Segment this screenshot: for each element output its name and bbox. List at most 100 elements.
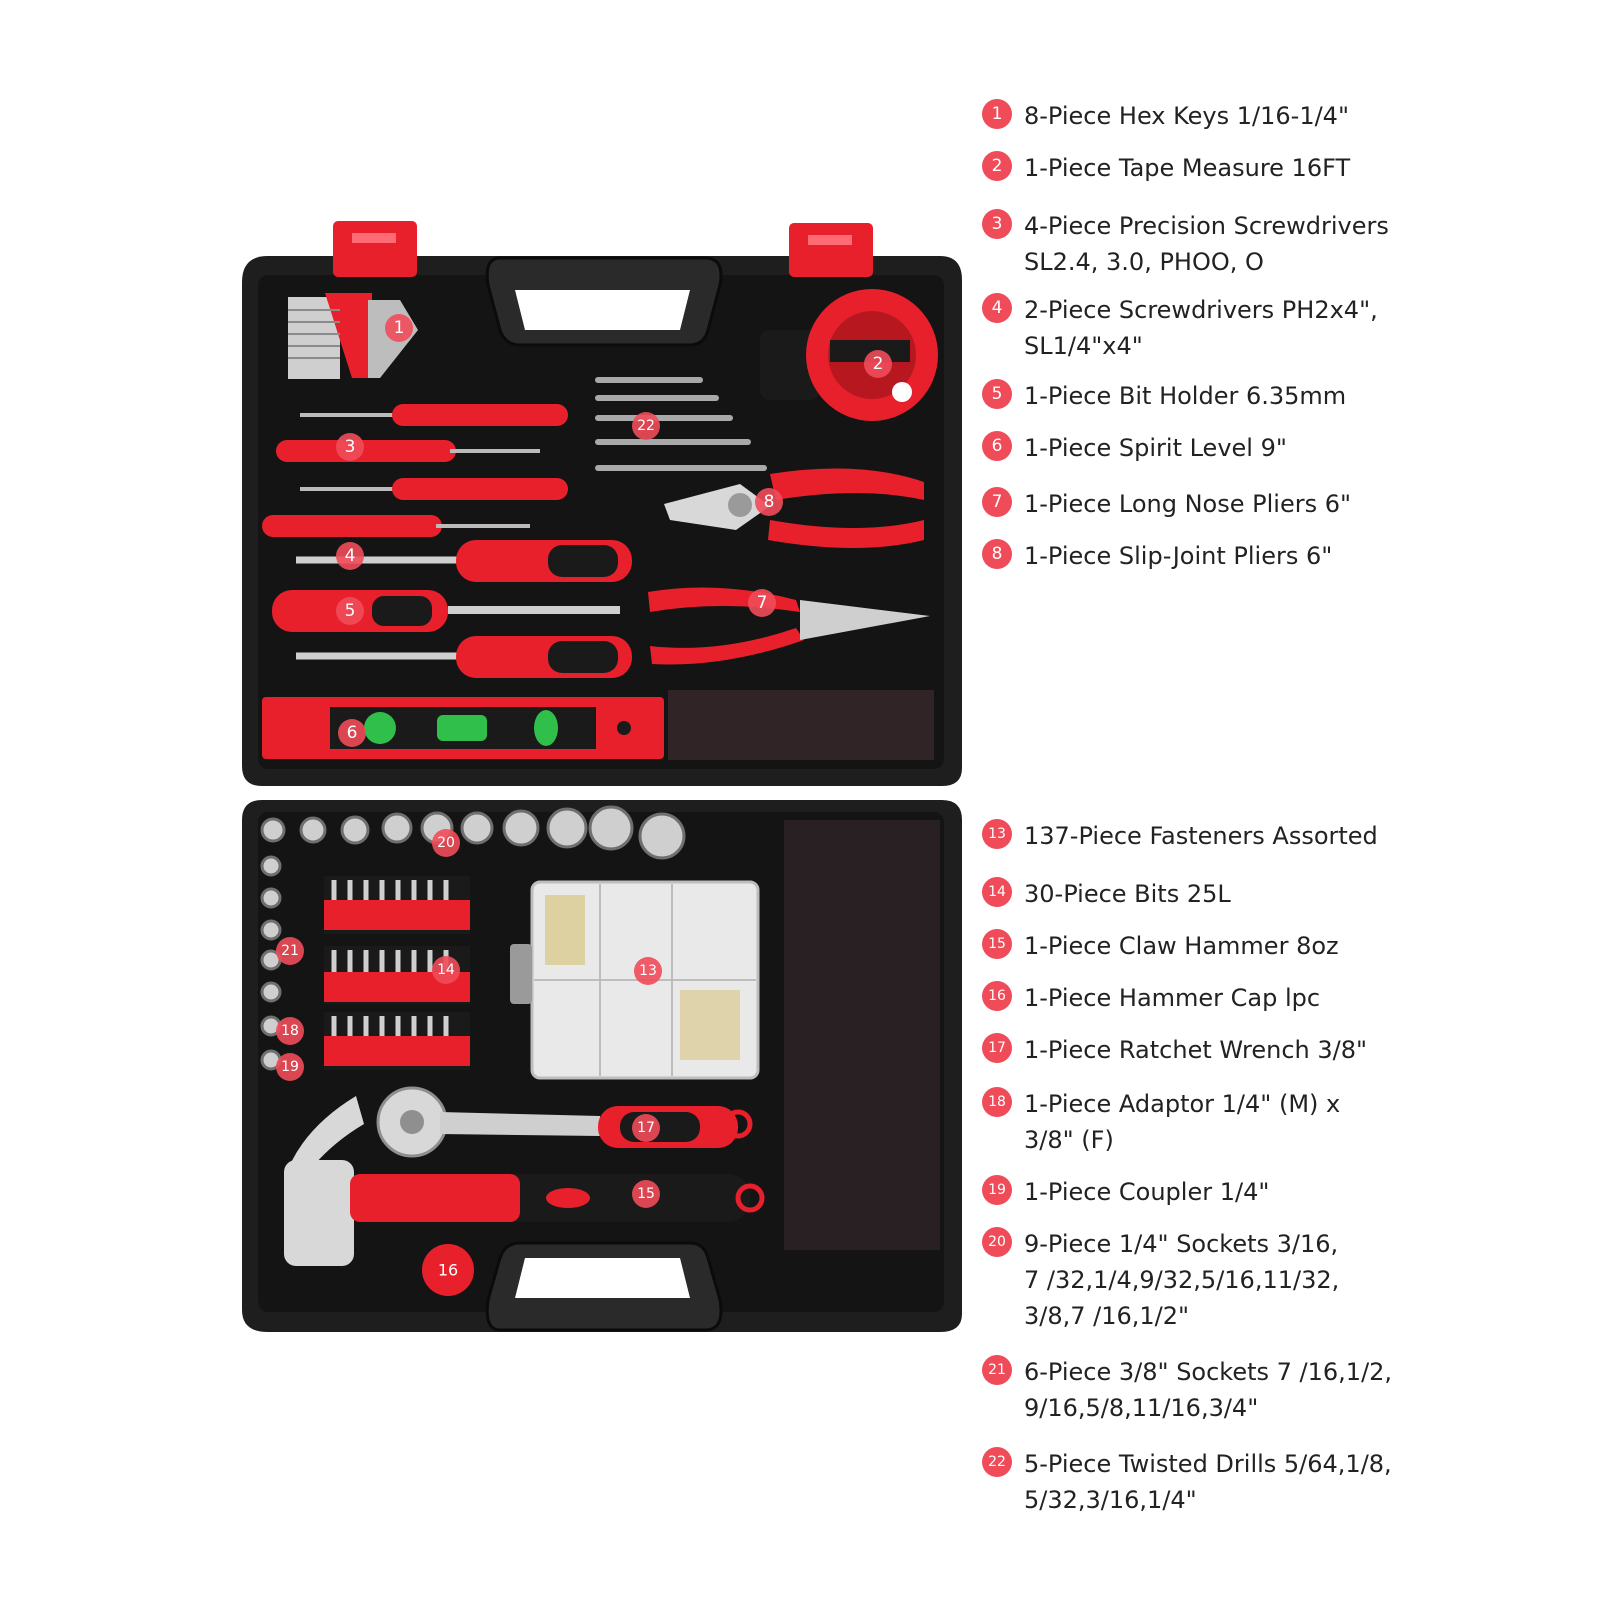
legend-number-badge: 8 — [982, 539, 1012, 569]
legend-item-1: 1 8-Piece Hex Keys 1/16-1/4" — [982, 98, 1600, 134]
legend-number-badge: 14 — [982, 877, 1012, 907]
svg-text:3: 3 — [345, 437, 356, 457]
callout-6: 6 — [338, 719, 366, 747]
sockets-three-eighths — [260, 855, 282, 1071]
legend-item-20: 20 9-Piece 1/4" Sockets 3/16, 7 /32,1/4,… — [982, 1226, 1600, 1334]
legend-text: 2-Piece Screwdrivers PH2x4", SL1/4"x4" — [1024, 296, 1378, 360]
svg-text:6: 6 — [347, 723, 358, 743]
svg-text:17: 17 — [637, 1120, 655, 1136]
legend-text: 1-Piece Bit Holder 6.35mm — [1024, 382, 1347, 410]
callout-19: 19 — [276, 1053, 304, 1081]
twisted-drills — [595, 377, 767, 471]
legend-number-badge: 20 — [982, 1227, 1012, 1257]
svg-text:16: 16 — [438, 1261, 458, 1280]
legend-text: 30-Piece Bits 25L — [1024, 880, 1231, 908]
bit-holder — [272, 590, 620, 632]
latch-left — [333, 221, 417, 277]
legend-number-badge: 18 — [982, 1087, 1012, 1117]
legend-text: 1-Piece Claw Hammer 8oz — [1024, 932, 1339, 960]
svg-text:21: 21 — [281, 943, 299, 959]
callout-5: 5 — [336, 597, 364, 625]
svg-text:14: 14 — [437, 962, 455, 978]
latch-right-slot — [808, 235, 852, 245]
latch-right — [789, 223, 873, 277]
legend-number-badge: 3 — [982, 209, 1012, 239]
svg-text:18: 18 — [281, 1023, 299, 1039]
legend-text: 5-Piece Twisted Drills 5/64,1/8, 5/32,3/… — [1024, 1450, 1392, 1514]
callout-21: 21 — [276, 937, 304, 965]
legend-text: 4-Piece Precision Screwdrivers SL2.4, 3.… — [1024, 212, 1389, 276]
legend-text: 1-Piece Adaptor 1/4" (M) x 3/8" (F) — [1024, 1090, 1341, 1154]
legend-text: 1-Piece Long Nose Pliers 6" — [1024, 490, 1352, 518]
legend-text: 1-Piece Coupler 1/4" — [1024, 1178, 1270, 1206]
legend-number-badge: 15 — [982, 929, 1012, 959]
screwdrivers — [296, 540, 632, 678]
callout-4: 4 — [336, 542, 364, 570]
legend-text: 1-Piece Slip-Joint Pliers 6" — [1024, 542, 1333, 570]
legend-text: 1-Piece Spirit Level 9" — [1024, 434, 1287, 462]
legend-item-3: 3 4-Piece Precision Screwdrivers SL2.4, … — [982, 208, 1600, 280]
callout-1: 1 — [385, 314, 413, 342]
legend-item-4: 4 2-Piece Screwdrivers PH2x4", SL1/4"x4" — [982, 292, 1600, 364]
hammer-cap — [422, 1244, 474, 1296]
legend-number-badge: 16 — [982, 981, 1012, 1011]
legend-number-badge: 1 — [982, 99, 1012, 129]
spirit-level — [262, 697, 664, 759]
legend-text: 1-Piece Tape Measure 16FT — [1024, 154, 1351, 182]
lid-handle-gap — [515, 290, 690, 330]
legend-item-2: 2 1-Piece Tape Measure 16FT — [982, 150, 1600, 186]
fastener-box — [510, 880, 760, 1080]
case-lid — [242, 221, 962, 786]
slip-joint-pliers — [664, 468, 924, 548]
legend-item-16: 16 1-Piece Hammer Cap lpc — [982, 980, 1600, 1016]
callout-22: 22 — [632, 412, 660, 440]
svg-text:4: 4 — [345, 546, 356, 566]
legend-item-19: 19 1-Piece Coupler 1/4" — [982, 1174, 1600, 1210]
callout-18: 18 — [276, 1017, 304, 1045]
legend-text: 1-Piece Ratchet Wrench 3/8" — [1024, 1036, 1368, 1064]
legend-item-6: 6 1-Piece Spirit Level 9" — [982, 430, 1600, 466]
callout-13: 13 — [634, 957, 662, 985]
callout-badges: 1 2 3 4 5 6 7 8 13 14 15 16 17 18 19 20 … — [276, 314, 892, 1280]
precision-screwdrivers — [262, 404, 568, 537]
legend-number-badge: 21 — [982, 1355, 1012, 1385]
svg-text:20: 20 — [437, 835, 455, 851]
legend-number-badge: 4 — [982, 293, 1012, 323]
svg-text:2: 2 — [873, 354, 884, 374]
legend-number-badge: 17 — [982, 1033, 1012, 1063]
callout-16: 16 — [438, 1261, 458, 1280]
case-base — [242, 800, 962, 1332]
svg-text:1: 1 — [394, 318, 405, 338]
callout-8: 8 — [755, 488, 783, 516]
svg-text:5: 5 — [345, 601, 356, 621]
bit-racks — [324, 876, 470, 1070]
callout-2: 2 — [864, 350, 892, 378]
svg-text:22: 22 — [637, 418, 655, 434]
legend-text: 137-Piece Fasteners Assorted — [1024, 822, 1378, 850]
legend-item-22: 22 5-Piece Twisted Drills 5/64,1/8, 5/32… — [982, 1446, 1600, 1518]
legend-bottom: 13 137-Piece Fasteners Assorted 14 30-Pi… — [982, 0, 1582, 1600]
svg-text:13: 13 — [639, 963, 657, 979]
blurred-region-lower — [784, 820, 940, 1250]
legend-top: 1 8-Piece Hex Keys 1/16-1/4" 2 1-Piece T… — [982, 0, 1582, 800]
legend-item-7: 7 1-Piece Long Nose Pliers 6" — [982, 486, 1600, 522]
legend-text: 9-Piece 1/4" Sockets 3/16, 7 /32,1/4,9/3… — [1024, 1230, 1340, 1330]
legend-item-8: 8 1-Piece Slip-Joint Pliers 6" — [982, 538, 1600, 574]
legend-number-badge: 6 — [982, 431, 1012, 461]
callout-14: 14 — [432, 956, 460, 984]
legend-number-badge: 22 — [982, 1447, 1012, 1477]
callout-17: 17 — [632, 1114, 660, 1142]
latch-left-slot — [352, 233, 396, 243]
legend-number-badge: 13 — [982, 819, 1012, 849]
legend-number-badge: 19 — [982, 1175, 1012, 1205]
ratchet-wrench — [376, 1086, 753, 1158]
legend-number-badge: 7 — [982, 487, 1012, 517]
legend-item-14: 14 30-Piece Bits 25L — [982, 876, 1600, 912]
legend-item-5: 5 1-Piece Bit Holder 6.35mm — [982, 378, 1600, 414]
svg-text:19: 19 — [281, 1059, 299, 1075]
legend-text: 1-Piece Hammer Cap lpc — [1024, 984, 1321, 1012]
callout-3: 3 — [336, 433, 364, 461]
legend-item-15: 15 1-Piece Claw Hammer 8oz — [982, 928, 1600, 964]
legend-number-badge: 2 — [982, 151, 1012, 181]
